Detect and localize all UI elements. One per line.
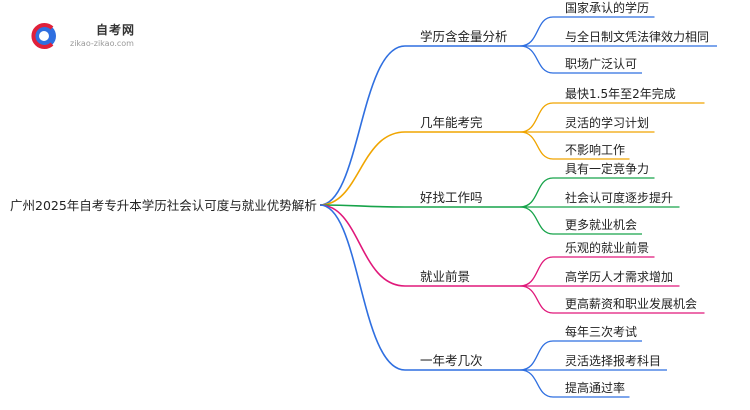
branch-connector-4 — [319, 204, 406, 287]
leaf-label-1-3: 职场广泛认可 — [565, 57, 637, 71]
branch-connector-3 — [319, 204, 406, 208]
leaf-connector-4-3 — [519, 285, 554, 314]
leaf-label-2-1: 最快1.5年至2年完成 — [565, 86, 676, 101]
leaf-label-1-2: 与全日制文凭法律效力相同 — [565, 29, 709, 44]
leaf-label-1-1: 国家承认的学历 — [565, 0, 649, 15]
leaf-connector-5-3 — [519, 369, 554, 398]
branch-connector-1 — [319, 45, 406, 206]
leaf-connector-5-1 — [519, 340, 554, 371]
logo-mark-icon — [31, 23, 56, 49]
leaf-connector-4-1 — [519, 256, 554, 287]
branch-label-4: 就业前景 — [420, 269, 470, 284]
leaf-label-3-1: 具有一定竞争力 — [565, 161, 649, 176]
leaf-label-2-2: 灵活的学习计划 — [565, 115, 649, 130]
leaf-connector-2-3 — [519, 131, 554, 160]
leaf-label-5-1: 每年三次考试 — [565, 324, 637, 339]
leaf-label-3-3: 更多就业机会 — [565, 218, 637, 232]
branch-label-1: 学历含金量分析 — [420, 29, 508, 44]
leaf-connector-1-3 — [519, 45, 554, 74]
branch-connector-2 — [319, 131, 406, 206]
leaf-label-5-3: 提高通过率 — [565, 380, 625, 395]
logo-url: zikao-zikao.com — [70, 39, 134, 48]
branch-label-5: 一年考几次 — [420, 353, 483, 368]
leaf-connector-3-1 — [519, 177, 554, 208]
branch-label-2: 几年能考完 — [420, 115, 483, 130]
leaf-label-4-3: 更高薪资和职业发展机会 — [565, 296, 697, 311]
leaf-label-2-3: 不影响工作 — [565, 142, 625, 157]
leaf-label-3-2: 社会认可度逐步提升 — [565, 190, 673, 205]
leaf-label-4-1: 乐观的就业前景 — [565, 240, 649, 255]
branch-label-3: 好找工作吗 — [420, 190, 483, 205]
branch-connector-5 — [319, 204, 406, 371]
site-logo[interactable]: 自考网 zikao-zikao.com — [30, 18, 170, 54]
leaf-label-4-2: 高学历人才需求增加 — [565, 269, 673, 284]
logo-title: 自考网 — [96, 23, 136, 37]
leaf-connector-2-1 — [519, 102, 554, 133]
leaf-label-5-2: 灵活选择报考科目 — [565, 353, 661, 368]
leaf-connector-3-3 — [519, 206, 554, 235]
leaf-connector-1-1 — [519, 16, 554, 47]
root-topic: 广州2025年自考专升本学历社会认可度与就业优势解析 — [10, 198, 317, 213]
